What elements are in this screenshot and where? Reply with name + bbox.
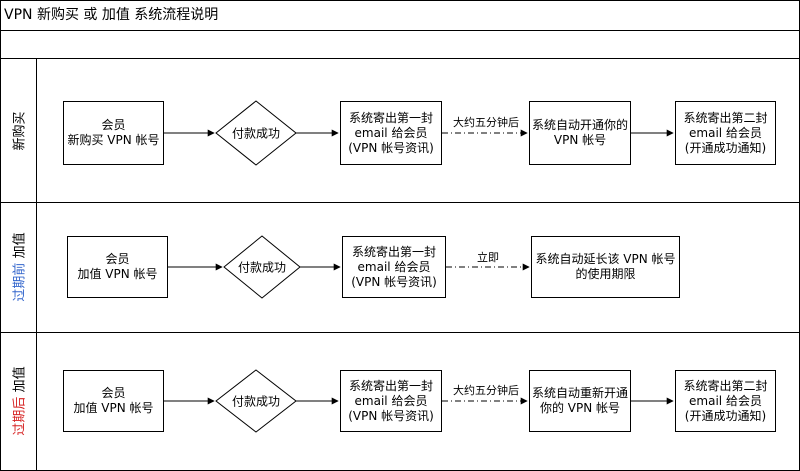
lane-label-new-purchase: 新购买 xyxy=(9,111,28,150)
lane1-email2-node: 系统寄出第二封 email 给会员 (开通成功通知) xyxy=(675,101,776,165)
lane3-decision-diamond xyxy=(215,369,297,433)
lane3-delay-label: 大约五分钟后 xyxy=(453,384,519,397)
lane1-decision-label: 付款成功 xyxy=(231,126,281,141)
lane1-label-text: 新购买 xyxy=(12,111,28,151)
lane2-label-text: 加值 xyxy=(12,232,28,263)
lane1-decision-diamond xyxy=(215,100,297,166)
lane-label-topup-before-expiry: 过期前 加值 xyxy=(9,232,28,301)
lane3-email1-node: 系统寄出第一封 email 给会员 (VPN 帐号资讯) xyxy=(340,370,442,432)
lane2-decision-diamond xyxy=(223,235,301,299)
lane3-email2-node: 系统寄出第二封 email 给会员 (开通成功通知) xyxy=(675,370,776,432)
lane3-decision-label: 付款成功 xyxy=(231,394,281,409)
lane2-email1-node: 系统寄出第一封 email 给会员 (VPN 帐号资讯) xyxy=(342,236,446,298)
lane2-delay-label: 立即 xyxy=(477,251,499,264)
lane2-label-accent: 过期前 xyxy=(12,262,28,302)
lane3-label-accent: 过期后 xyxy=(12,396,28,436)
lane2-decision-label: 付款成功 xyxy=(237,260,287,275)
lane-label-topup-after-expiry: 过期后 加值 xyxy=(9,366,28,435)
diagram-title: VPN 新购买 或 加值 系统流程说明 xyxy=(4,7,219,23)
lane3-start-node: 会员 加值 VPN 帐号 xyxy=(63,370,164,432)
lane3-label-text: 加值 xyxy=(12,366,28,397)
lane2-action-node: 系统自动延长该 VPN 帐号 的使用期限 xyxy=(531,236,680,298)
lane1-action-node: 系统自动开通你的 VPN 帐号 xyxy=(529,101,631,165)
lane2-start-node: 会员 加值 VPN 帐号 xyxy=(67,236,168,298)
lane1-email1-node: 系统寄出第一封 email 给会员 (VPN 帐号资讯) xyxy=(340,101,442,165)
lane1-start-node: 会员 新购买 VPN 帐号 xyxy=(63,101,164,165)
lane3-action-node: 系统自动重新开通 你的 VPN 帐号 xyxy=(529,370,631,432)
lane1-delay-label: 大约五分钟后 xyxy=(453,116,519,129)
